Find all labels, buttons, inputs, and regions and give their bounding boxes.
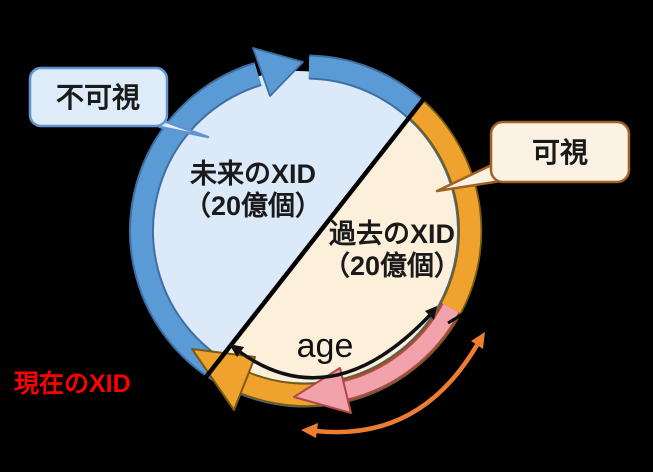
invisible-callout-bubble [28, 66, 169, 128]
age-label: age [297, 327, 354, 365]
future-xid-label-line2: （20億個） [184, 191, 322, 221]
blue-arrowhead-icon [252, 47, 304, 97]
age-arrow-body [238, 313, 432, 380]
visible-callout-bubble [489, 120, 631, 184]
recent-range-arrow [293, 302, 461, 414]
visible-callout-label: 可視 [532, 137, 588, 168]
age-arrowhead-right-icon [425, 306, 437, 320]
outer-range-arrow [301, 332, 485, 438]
visible-callout: 可視 [435, 120, 631, 193]
age-arrowhead-left-icon [229, 344, 244, 357]
pink-arrowhead-icon [293, 367, 352, 414]
past-xid-label-line2: （20億個） [323, 251, 461, 281]
current-xid-label: 現在のXID [14, 370, 131, 398]
divider-line [204, 89, 432, 379]
invisible-callout-label: 不可視 [56, 82, 140, 113]
outer-arrowhead-right-icon [471, 332, 485, 349]
future-xid-half-disc [144, 71, 408, 357]
age-arrow [229, 306, 437, 380]
outer-arrowhead-left-icon [301, 423, 318, 438]
invisible-callout: 不可視 [28, 66, 210, 139]
recent-range-arrow-body [340, 303, 459, 400]
future-xid-label-line1: 未来のXID [190, 159, 316, 189]
boundary-tick [447, 307, 472, 325]
past-xid-label-line1: 過去のXID [329, 219, 455, 249]
outer-range-arrow-body [315, 343, 479, 435]
